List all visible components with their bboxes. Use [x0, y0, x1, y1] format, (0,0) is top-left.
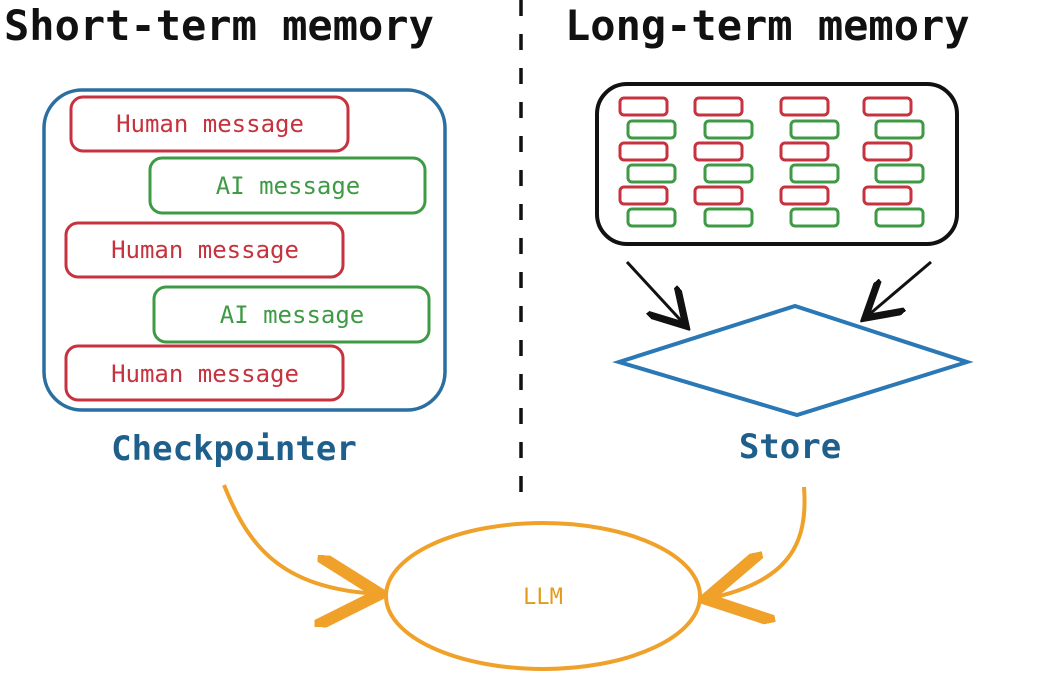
memory-record-red-9 — [779, 185, 830, 206]
memory-record-green-6 — [703, 207, 754, 228]
memory-record-red-1 — [618, 96, 669, 117]
memory-record-red-10 — [862, 96, 913, 117]
arrow-right-to-store — [865, 260, 932, 318]
memory-record-green-1 — [626, 119, 677, 140]
message-label-human-1: Human message — [116, 110, 304, 138]
memory-record-green-9 — [789, 207, 840, 228]
memory-record-red-5 — [693, 141, 744, 162]
memory-record-red-12 — [862, 185, 913, 206]
message-bubble-ai-1 — [148, 156, 427, 215]
message-bubble-ai-2 — [152, 285, 431, 344]
checkpointer-label: Checkpointer — [111, 429, 357, 469]
llm-label: LLM — [523, 585, 563, 610]
memory-record-red-8 — [779, 141, 830, 162]
memory-record-green-5 — [703, 163, 754, 184]
memory-record-grid — [618, 96, 925, 228]
memory-store-container — [595, 82, 959, 246]
message-list: Human message AI message Human message A… — [64, 95, 431, 402]
memory-record-red-4 — [693, 96, 744, 117]
checkpointer-container — [42, 88, 447, 412]
memory-record-red-2 — [618, 141, 669, 162]
message-label-ai-2: AI message — [220, 301, 365, 329]
memory-record-red-7 — [779, 96, 830, 117]
memory-record-green-12 — [874, 207, 925, 228]
memory-record-red-11 — [862, 141, 913, 162]
long-term-title: Long-term memory — [565, 1, 970, 50]
memory-record-green-4 — [703, 119, 754, 140]
memory-record-red-6 — [693, 185, 744, 206]
memory-record-red-3 — [618, 185, 669, 206]
message-bubble-human-2 — [64, 221, 345, 279]
message-label-human-3: Human message — [111, 360, 299, 388]
arrow-checkpointer-to-llm — [222, 484, 380, 594]
memory-record-green-2 — [626, 163, 677, 184]
memory-record-green-10 — [874, 119, 925, 140]
short-term-title: Short-term memory — [4, 1, 434, 50]
message-bubble-human-3 — [64, 344, 345, 402]
store-label: Store — [739, 427, 841, 467]
message-bubble-human-1 — [69, 95, 350, 153]
message-label-human-2: Human message — [111, 236, 299, 264]
memory-record-green-7 — [789, 119, 840, 140]
store-diamond — [612, 303, 974, 418]
message-label-ai-1: AI message — [216, 172, 361, 200]
memory-record-green-8 — [789, 163, 840, 184]
memory-record-green-3 — [626, 207, 677, 228]
arrow-left-to-store — [625, 260, 686, 326]
arrow-store-to-llm — [706, 486, 807, 599]
memory-record-green-11 — [874, 163, 925, 184]
